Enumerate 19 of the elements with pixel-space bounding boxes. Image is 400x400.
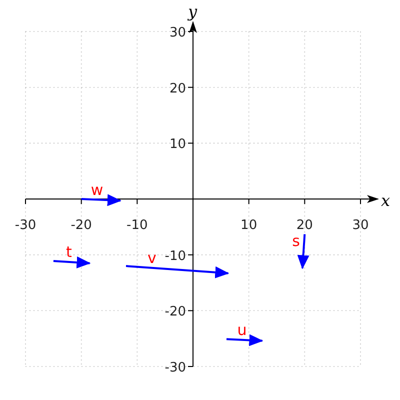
tick-label: -30 — [164, 360, 186, 376]
tick-label: -20 — [70, 218, 92, 233]
axis-label: x — [381, 191, 390, 210]
tick-label: 30 — [352, 218, 369, 233]
tick-label: -10 — [164, 248, 186, 264]
tick-label: 10 — [169, 137, 186, 152]
tick-label: 10 — [240, 218, 258, 233]
tick-label: -20 — [164, 304, 186, 320]
vector-label: t — [66, 243, 72, 261]
vector-label: v — [148, 249, 156, 267]
vector-label: u — [237, 321, 247, 339]
axis-label: y — [188, 2, 198, 21]
vector-label: s — [292, 232, 300, 250]
tick-label: 20 — [296, 218, 313, 233]
tick-label: -10 — [126, 218, 148, 233]
tick-label: 30 — [169, 26, 186, 40]
tick-label: -30 — [14, 218, 36, 233]
tick-label: 20 — [169, 81, 186, 96]
vector-label: w — [90, 181, 104, 199]
